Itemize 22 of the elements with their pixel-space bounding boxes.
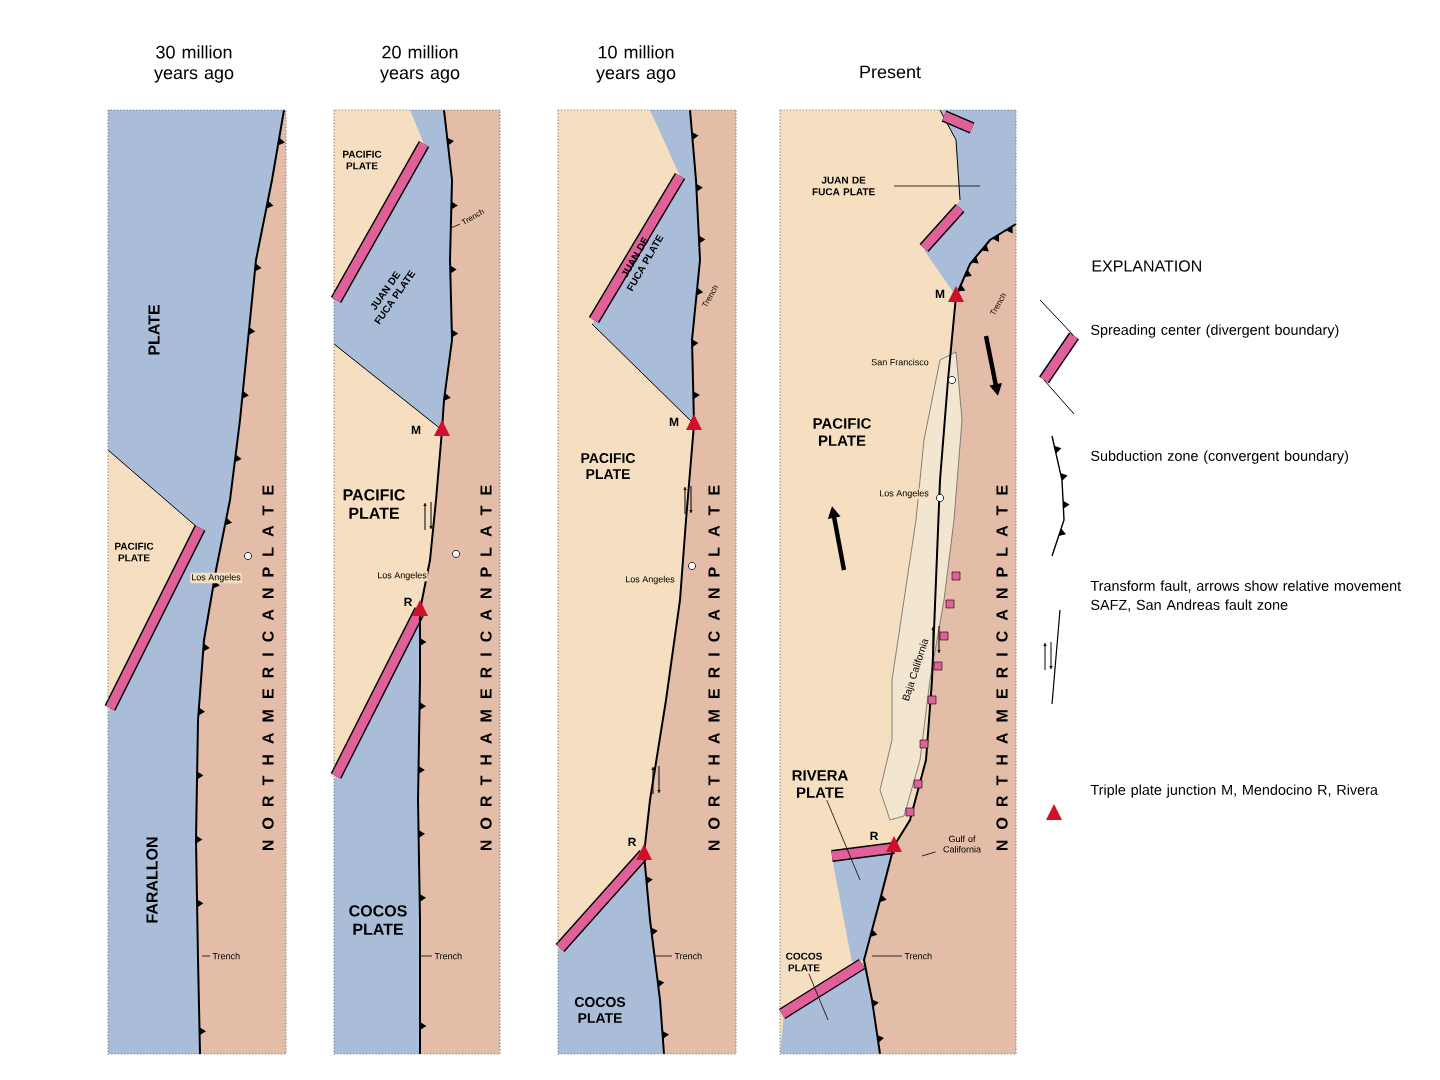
plate-label: PACIFIC PLATE — [343, 489, 405, 519]
plate-label: N O R T H A M E R I C A N P L A T E — [708, 485, 720, 851]
leader-line — [826, 799, 861, 881]
leader-line — [871, 955, 903, 957]
heading: 20 million years ago — [380, 45, 460, 83]
heading: 10 million years ago — [596, 45, 676, 83]
leader-line — [419, 955, 433, 957]
leader-line — [893, 185, 981, 187]
leader-line — [921, 851, 936, 857]
plate-label: N O R T H A M E R I C A N P L A T E — [480, 485, 492, 851]
heading: Present — [860, 65, 921, 79]
leader-line — [808, 973, 829, 1021]
plate-label: N O R T H A M E R I C A N P L A T E — [262, 485, 274, 851]
plate-label: FARALLON — [146, 837, 158, 923]
leader-line — [450, 223, 461, 229]
legend-title: EXPLANATION — [1092, 260, 1201, 272]
leader-line — [201, 955, 211, 957]
plate-region: COCOS PLATE — [334, 610, 420, 1054]
leader-line — [654, 955, 673, 957]
heading: 30 million years ago — [154, 45, 234, 83]
plate-label: PLATE — [148, 305, 160, 355]
plate-label: N O R T H A M E R I C A N P L A T E — [996, 485, 1008, 851]
